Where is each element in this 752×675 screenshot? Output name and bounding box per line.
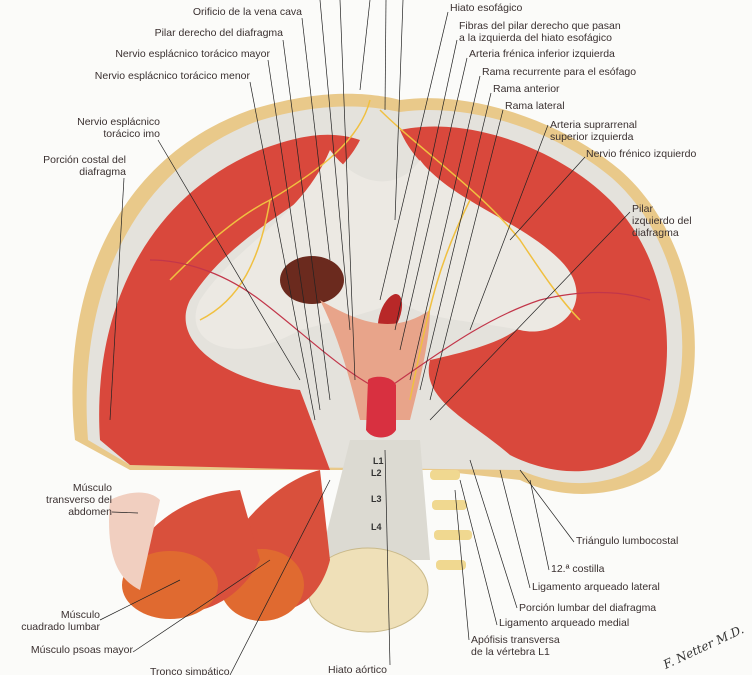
label-line: Nervio esplácnico <box>77 116 160 128</box>
label-line: diafragma <box>79 166 126 178</box>
label-line: transverso del <box>46 494 112 506</box>
costal-muscle-left <box>99 134 361 470</box>
label-psoas: Músculo psoas mayor <box>30 644 133 656</box>
label-line: izquierdo del <box>632 215 692 227</box>
label-line: Músculo <box>72 482 112 494</box>
aorta <box>366 376 396 438</box>
transversus-abdominis <box>109 492 160 590</box>
label-sympathetic-trunk: Tronco simpático <box>150 666 230 675</box>
costal-muscle-right <box>400 126 668 472</box>
label-inferior-phrenic-artery: Arteria frénica inferior izquierda <box>469 48 615 60</box>
label-lesser-splanchnic: Nervio esplácnico torácico menor <box>94 70 250 82</box>
label-lateral-branch: Rama lateral <box>505 100 565 112</box>
label-vena-cava-orifice: Orificio de la vena cava <box>192 6 302 18</box>
label-anterior-branch: Rama anterior <box>493 83 560 95</box>
label-suprarenal-artery: Arteria suprarrenal superior izquierda <box>550 119 637 143</box>
label-line: torácico imo <box>103 128 160 140</box>
label-lumbocostal-triangle: Triángulo lumbocostal <box>576 535 679 547</box>
label-line: Arteria suprarrenal <box>550 119 637 131</box>
label-transverse-process: Apófisis transversa de la vértebra L1 <box>471 634 560 658</box>
label-transversus: Músculo transverso del abdomen <box>46 482 112 518</box>
vertebra-l2-label: L2 <box>371 468 382 478</box>
leader-lines <box>99 0 631 675</box>
label-least-splanchnic: Nervio esplácnico torácico imo <box>77 116 160 140</box>
transverse-processes <box>430 470 472 570</box>
vena-cava-orifice <box>280 256 344 304</box>
label-line: cuadrado lumbar <box>21 621 100 633</box>
label-lumbar-part: Porción lumbar del diafragma <box>519 602 657 614</box>
label-crus-fibers: Fibras del pilar derecho que pasan a la … <box>459 20 621 44</box>
label-line: Músculo <box>60 609 100 621</box>
label-medial-arcuate: Ligamento arqueado medial <box>499 617 630 629</box>
label-phrenic-nerve: Nervio frénico izquierdo <box>586 148 697 160</box>
label-line: Apófisis transversa <box>471 634 560 646</box>
vertebra-l3-label: L3 <box>371 494 382 504</box>
vertebral-column <box>320 440 430 560</box>
label-line: diafragma <box>632 227 679 239</box>
label-costal-part: Porción costal del diafragma <box>43 154 126 178</box>
label-line: Porción costal del <box>43 154 126 166</box>
label-aortic-hiatus: Hiato aórtico <box>328 664 387 675</box>
label-recurrent-branch: Rama recurrente para el esófago <box>482 66 637 78</box>
label-line: abdomen <box>68 506 112 518</box>
label-line: Fibras del pilar derecho que pasan <box>459 20 621 32</box>
label-line: de la vértebra L1 <box>471 646 550 658</box>
label-12th-rib: 12.ª costilla <box>551 563 605 575</box>
central-tendon <box>195 150 577 349</box>
label-esophageal-hiatus: Hiato esofágico <box>450 2 523 14</box>
label-quadratus: Músculo cuadrado lumbar <box>21 609 100 633</box>
crura <box>320 300 430 420</box>
label-line: Pilar <box>632 203 654 215</box>
label-line: a la izquierda del hiato esofágico <box>459 32 612 44</box>
label-line: superior izquierda <box>550 131 634 143</box>
vertebra-l1-label: L1 <box>373 456 384 466</box>
label-left-crus: Pilar izquierdo del diafragma <box>632 203 692 239</box>
label-right-crus: Pilar derecho del diafragma <box>154 27 283 39</box>
label-greater-splanchnic: Nervio esplácnico torácico mayor <box>115 48 270 60</box>
vertebra-l4-label: L4 <box>371 522 382 532</box>
label-lateral-arcuate: Ligamento arqueado lateral <box>532 581 660 593</box>
phrenic-arteries <box>149 259 651 391</box>
